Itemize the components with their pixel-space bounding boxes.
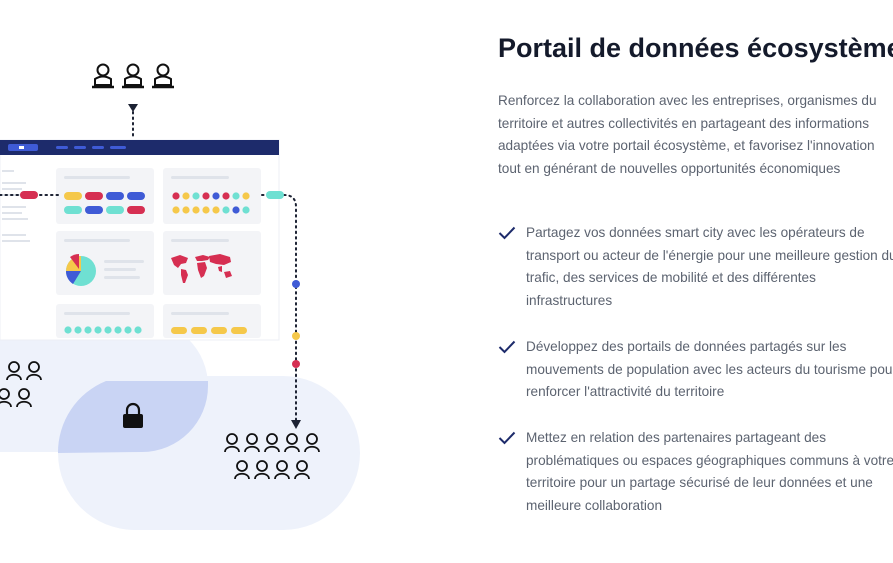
section-intro: Renforcez la collaboration avec les entr… <box>498 93 877 176</box>
ecosystem-illustration <box>0 63 360 530</box>
pie-chart-icon <box>65 254 96 286</box>
check-icon <box>498 431 516 445</box>
dashboard-topbar <box>0 140 279 155</box>
lock-icon <box>123 402 143 428</box>
dot-matrix <box>172 192 250 214</box>
world-map-icon <box>171 254 232 283</box>
check-icon <box>498 340 516 354</box>
benefit-text: Développez des portails de données parta… <box>526 339 893 399</box>
section-title: Portail de données écosystème <box>498 33 893 63</box>
benefit-text: Mettez en relation des partenaires parta… <box>526 430 893 513</box>
ecosystem-diagram <box>0 63 360 530</box>
benefit-text: Partagez vos données smart city avec les… <box>526 225 893 308</box>
ecosystem-section: Portail de données écosystème Renforcez … <box>498 0 893 558</box>
check-icon <box>498 226 516 240</box>
user-icon <box>90 63 176 89</box>
dashboard-card-map <box>163 231 261 295</box>
